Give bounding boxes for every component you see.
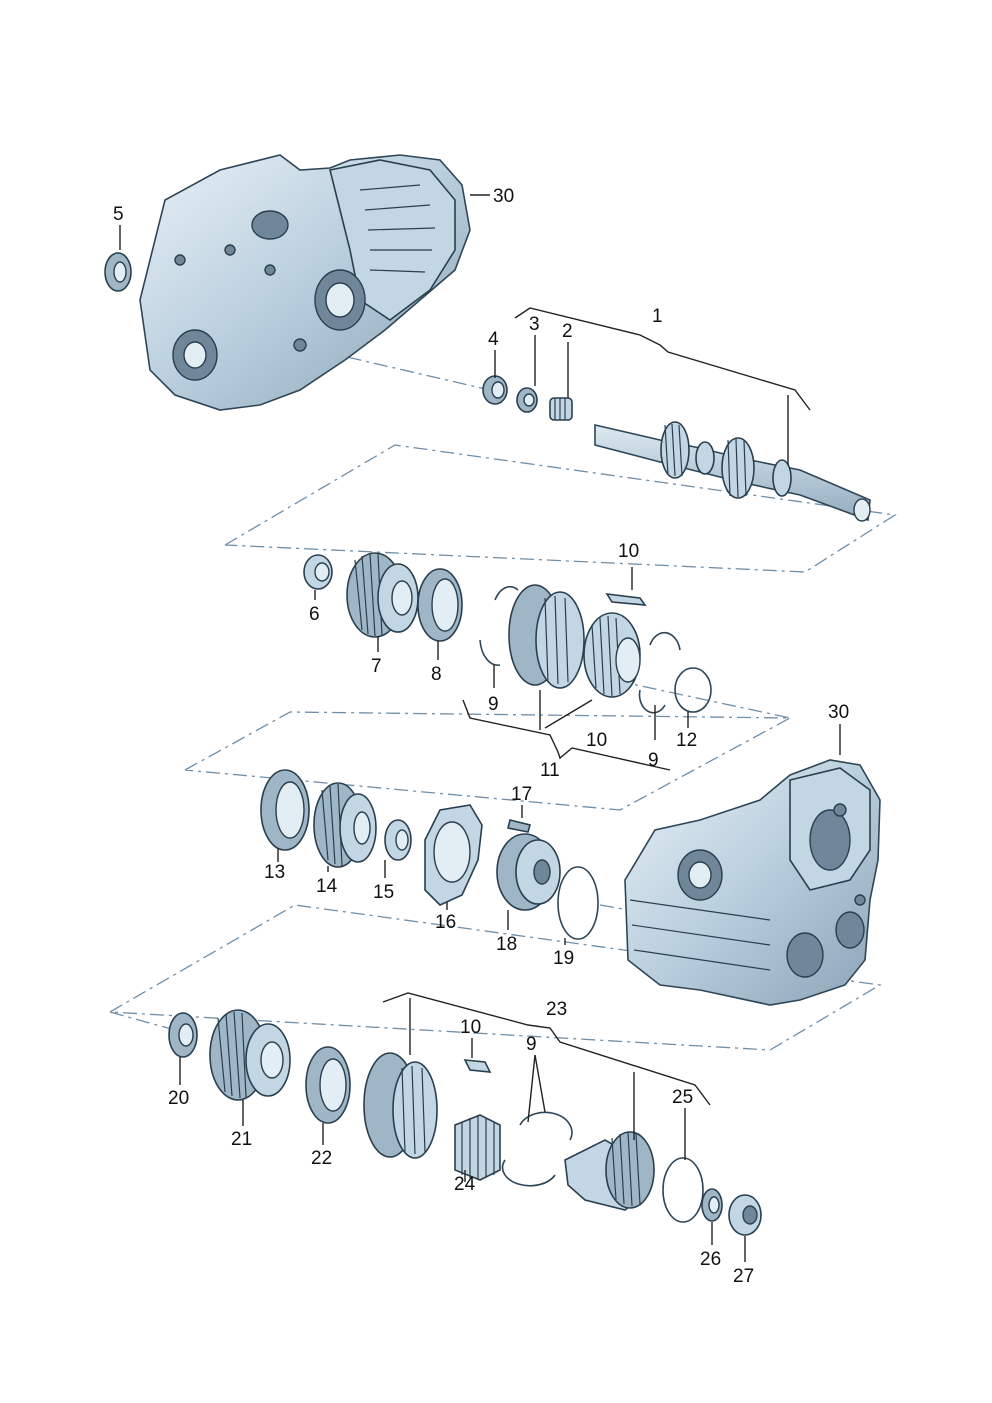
callout-9-right: 9 — [648, 750, 659, 771]
callout-16: 16 — [435, 912, 456, 933]
part-4-bearing — [482, 375, 508, 405]
part-22-synchro-ring — [305, 1046, 351, 1124]
part-27-bushing — [728, 1194, 762, 1236]
assembly-frame-lower — [109, 904, 882, 1051]
part-1-input-shaft — [594, 421, 871, 522]
part-24-needle-bearing — [454, 1114, 501, 1181]
callout-15: 15 — [373, 882, 394, 903]
callout-10-bottom: 10 — [460, 1017, 481, 1038]
part-7-gear — [346, 552, 419, 638]
callout-7: 7 — [371, 656, 382, 677]
part-9-circlip-bottom-lower — [501, 1159, 556, 1187]
callout-9-left: 9 — [488, 694, 499, 715]
part-3-ring — [516, 387, 538, 413]
part-10-key — [605, 593, 647, 606]
leader-lines — [119, 194, 841, 1262]
callout-11: 11 — [540, 760, 560, 781]
callout-1: 1 — [652, 306, 663, 327]
part-9-circlip-bottom-upper — [519, 1111, 573, 1141]
callout-3: 3 — [529, 314, 540, 335]
callout-10-middle: 10 — [586, 730, 607, 751]
callout-30-right: 30 — [828, 702, 849, 723]
part-6-needle-bearing — [303, 554, 333, 590]
callout-25: 25 — [672, 1087, 693, 1108]
part-2-needle-bearing — [549, 397, 573, 421]
callout-23: 23 — [546, 999, 567, 1020]
part-17-bolt — [507, 819, 531, 833]
part-9-circlip-upper — [494, 586, 519, 601]
callout-27: 27 — [733, 1266, 754, 1287]
part-9-circlip-right-lower — [638, 689, 666, 714]
part-16-plate — [424, 804, 483, 906]
callout-21: 21 — [231, 1129, 252, 1150]
callout-4: 4 — [488, 329, 499, 350]
callout-26: 26 — [700, 1249, 721, 1270]
part-8-synchro-ring — [417, 568, 463, 642]
callout-22: 22 — [311, 1148, 332, 1169]
callout-2: 2 — [562, 321, 573, 342]
callout-5: 5 — [113, 204, 124, 225]
callout-13: 13 — [264, 862, 285, 883]
gearbox-housing-front — [139, 154, 471, 411]
part-15-needle-bearing — [384, 819, 412, 861]
part-11-synchro-sleeve — [508, 584, 585, 689]
callout-17: 17 — [511, 784, 532, 805]
callout-19: 19 — [553, 948, 574, 969]
part-23-synchro-sleeve — [363, 1052, 438, 1159]
part-13-synchro-ring — [260, 769, 310, 851]
assembly-frame-middle — [184, 711, 793, 811]
part-19-circlip — [557, 866, 599, 940]
callout-labels: 5 30 4 3 2 1 6 7 8 9 10 10 11 9 12 30 13… — [113, 186, 849, 1287]
part-12-circlip — [674, 667, 712, 713]
part-5-seal-ring — [104, 252, 132, 292]
callout-30-top: 30 — [493, 186, 514, 207]
part-18-ball-bearing — [496, 833, 561, 911]
callout-10-top: 10 — [618, 541, 639, 562]
part-9-circlip-lower — [479, 639, 501, 666]
callout-6: 6 — [309, 604, 320, 625]
part-23-synchro-hub — [564, 1131, 655, 1211]
part-20-thrust-washer — [168, 1012, 198, 1058]
part-9-circlip-right-upper — [649, 631, 681, 651]
part-10-synchro-hub — [583, 612, 641, 698]
callout-24: 24 — [454, 1174, 476, 1195]
callout-18: 18 — [496, 934, 517, 955]
part-10-key-lower — [463, 1059, 492, 1073]
part-25-circlip — [662, 1157, 704, 1223]
callout-8: 8 — [431, 664, 442, 685]
callout-20: 20 — [168, 1088, 189, 1109]
assembly-frame-upper — [224, 444, 897, 573]
callout-12: 12 — [676, 730, 697, 751]
callout-14: 14 — [316, 876, 338, 897]
gearbox-housing-rear — [624, 759, 881, 1006]
callout-9-bottom: 9 — [526, 1034, 537, 1055]
part-26-washer — [701, 1188, 723, 1222]
part-21-gear — [209, 1009, 291, 1101]
part-14-gear — [313, 782, 377, 868]
